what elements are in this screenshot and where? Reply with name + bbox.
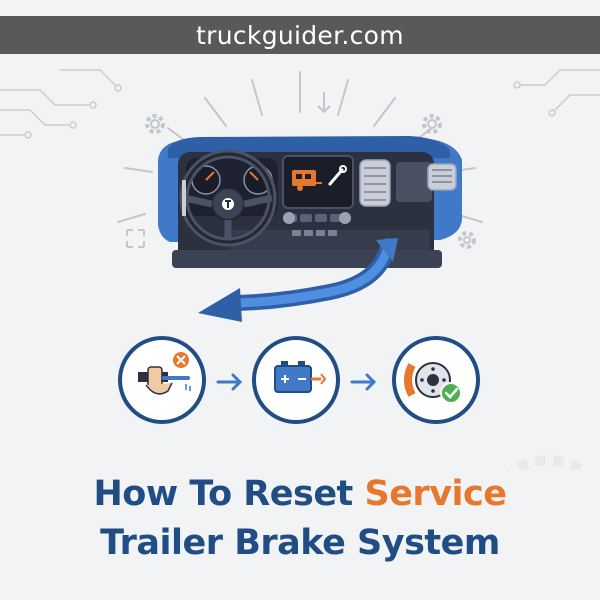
headline-line-2: Trailer Brake System <box>100 523 500 563</box>
arrow-right-icon <box>350 373 377 391</box>
brake-disc-check-icon <box>404 362 462 404</box>
gear-icon <box>422 114 442 134</box>
headline-line-1: How To Reset Service <box>0 474 600 514</box>
arrow-right-icon <box>216 373 243 391</box>
curved-arrow-icon <box>198 238 398 322</box>
step-1-circle <box>118 336 206 424</box>
site-banner: truckguider.com <box>0 16 600 54</box>
gear-icon <box>458 231 476 249</box>
headline-accent: Service <box>364 474 507 514</box>
truck-dashboard-icon <box>158 136 462 268</box>
step-2-circle <box>252 336 340 424</box>
step-3-circle <box>392 336 480 424</box>
expand-icon <box>126 229 145 248</box>
headline-prefix: How To Reset <box>93 474 365 514</box>
hand-lever-cancel-icon <box>138 352 191 395</box>
gear-icon <box>145 114 165 134</box>
circuit-lines-left <box>0 69 122 139</box>
battery-disconnect-icon <box>274 361 327 393</box>
trailer-wrench-icon <box>292 165 347 191</box>
gear-icon <box>506 455 590 470</box>
arrow-down-icon <box>317 92 331 114</box>
illustration <box>0 69 600 470</box>
circuit-lines-right <box>513 69 600 117</box>
site-domain: truckguider.com <box>196 20 404 50</box>
